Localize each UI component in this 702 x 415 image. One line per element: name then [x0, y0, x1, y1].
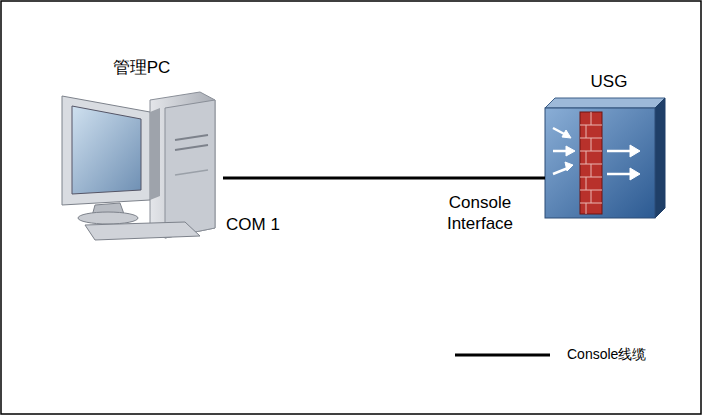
console-cable — [223, 177, 545, 180]
pc-node: 管理PC — [60, 56, 223, 240]
legend-line-sample — [455, 354, 550, 357]
port-label: COM 1 — [226, 214, 316, 235]
legend-label: Console线缆 — [567, 346, 646, 364]
node-heading: USG — [545, 72, 673, 92]
port-label: Console Interface — [425, 192, 535, 234]
firewall-node: USG — [545, 72, 673, 218]
pc-icon — [62, 92, 215, 240]
node-heading: 管理PC — [60, 56, 223, 79]
firewall-icon — [545, 98, 665, 218]
